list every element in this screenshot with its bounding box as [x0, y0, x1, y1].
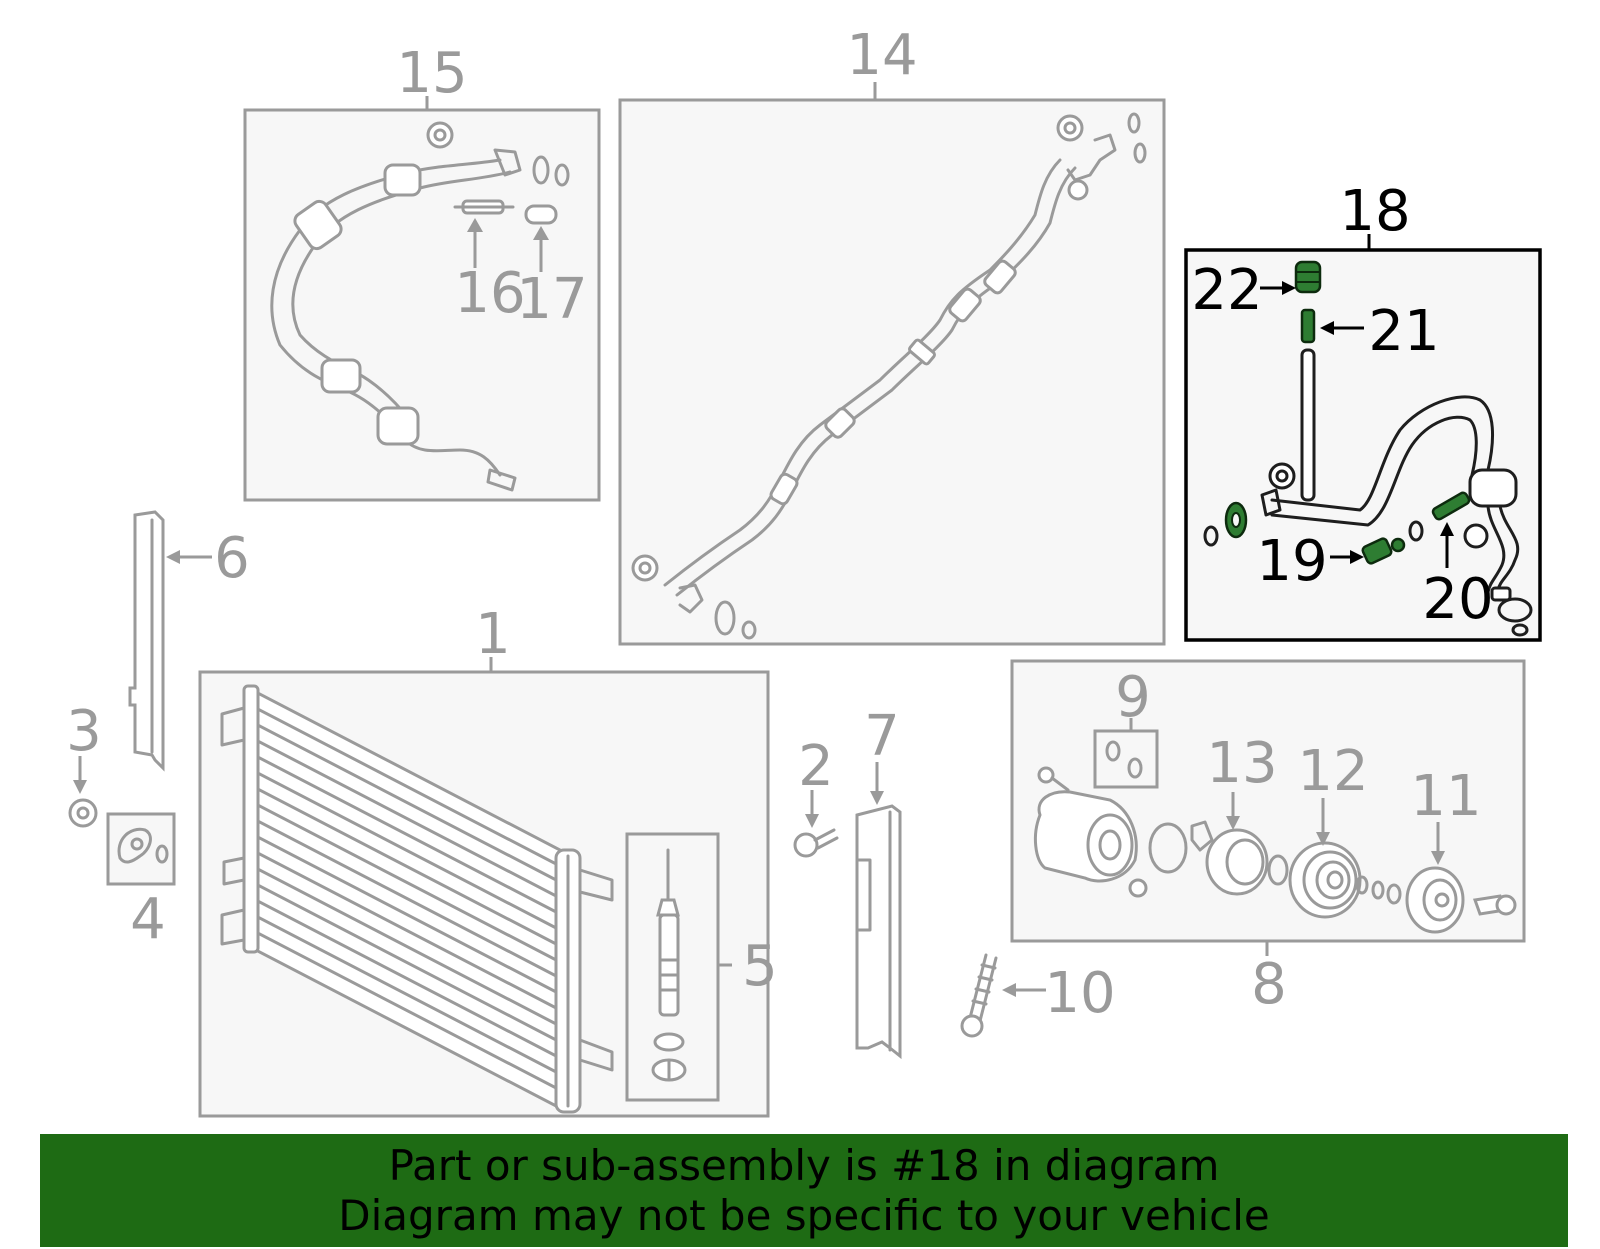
part-3: 3 — [66, 699, 102, 828]
label-21: 21 — [1368, 299, 1439, 364]
part-10: 10 — [960, 953, 1116, 1038]
compressor-body — [1033, 766, 1148, 898]
label-7: 7 — [864, 704, 900, 769]
cap-22 — [1294, 260, 1322, 294]
label-11: 11 — [1410, 764, 1481, 829]
label-14: 14 — [846, 23, 917, 88]
label-18: 18 — [1339, 179, 1410, 244]
label-9: 9 — [1115, 665, 1151, 730]
o-ring-green — [1224, 501, 1248, 539]
condenser-core — [220, 684, 614, 1114]
pulley-12 — [1288, 841, 1362, 919]
hub-11 — [1405, 866, 1465, 934]
label-22: 22 — [1191, 258, 1262, 323]
info-banner: Part or sub-assembly is #18 in diagram D… — [40, 1134, 1568, 1247]
box-15: 15 16 17 — [243, 41, 601, 502]
valve-20 — [1431, 491, 1471, 521]
box-18: 18 — [1184, 179, 1542, 642]
banner-line-1: Part or sub-assembly is #18 in diagram — [388, 1140, 1220, 1190]
label-2: 2 — [798, 734, 834, 799]
coil-13 — [1205, 828, 1269, 896]
label-13: 13 — [1206, 731, 1277, 796]
banner-line-2: Diagram may not be specific to your vehi… — [338, 1190, 1270, 1240]
label-5: 5 — [742, 934, 778, 999]
part-4: 4 — [106, 812, 176, 952]
part-6: 6 — [128, 510, 250, 772]
label-20: 20 — [1422, 567, 1493, 632]
sensor-19 — [1361, 537, 1406, 565]
nut-15 — [426, 121, 454, 149]
valve-core-21 — [1300, 308, 1316, 344]
part-7: 7 — [855, 704, 902, 1060]
hose-15 — [270, 148, 522, 492]
part-2: 2 — [793, 734, 839, 858]
label-12: 12 — [1297, 739, 1368, 804]
line-14 — [663, 133, 1117, 597]
label-19: 19 — [1256, 529, 1327, 594]
label-6: 6 — [214, 526, 250, 591]
label-1: 1 — [475, 602, 511, 667]
suction-line-18 — [1203, 348, 1533, 637]
valve-16 — [453, 199, 515, 215]
label-17: 17 — [516, 267, 587, 332]
label-4: 4 — [130, 887, 166, 952]
drier-5 — [651, 848, 687, 1082]
label-16: 16 — [454, 261, 525, 326]
label-15: 15 — [396, 41, 467, 106]
label-3: 3 — [66, 699, 102, 764]
box-5: 5 — [625, 832, 778, 1102]
box-14: 14 — [618, 23, 1166, 646]
label-8: 8 — [1251, 952, 1287, 1017]
label-10: 10 — [1044, 961, 1115, 1026]
box-8: 8 9 — [1010, 659, 1526, 1017]
